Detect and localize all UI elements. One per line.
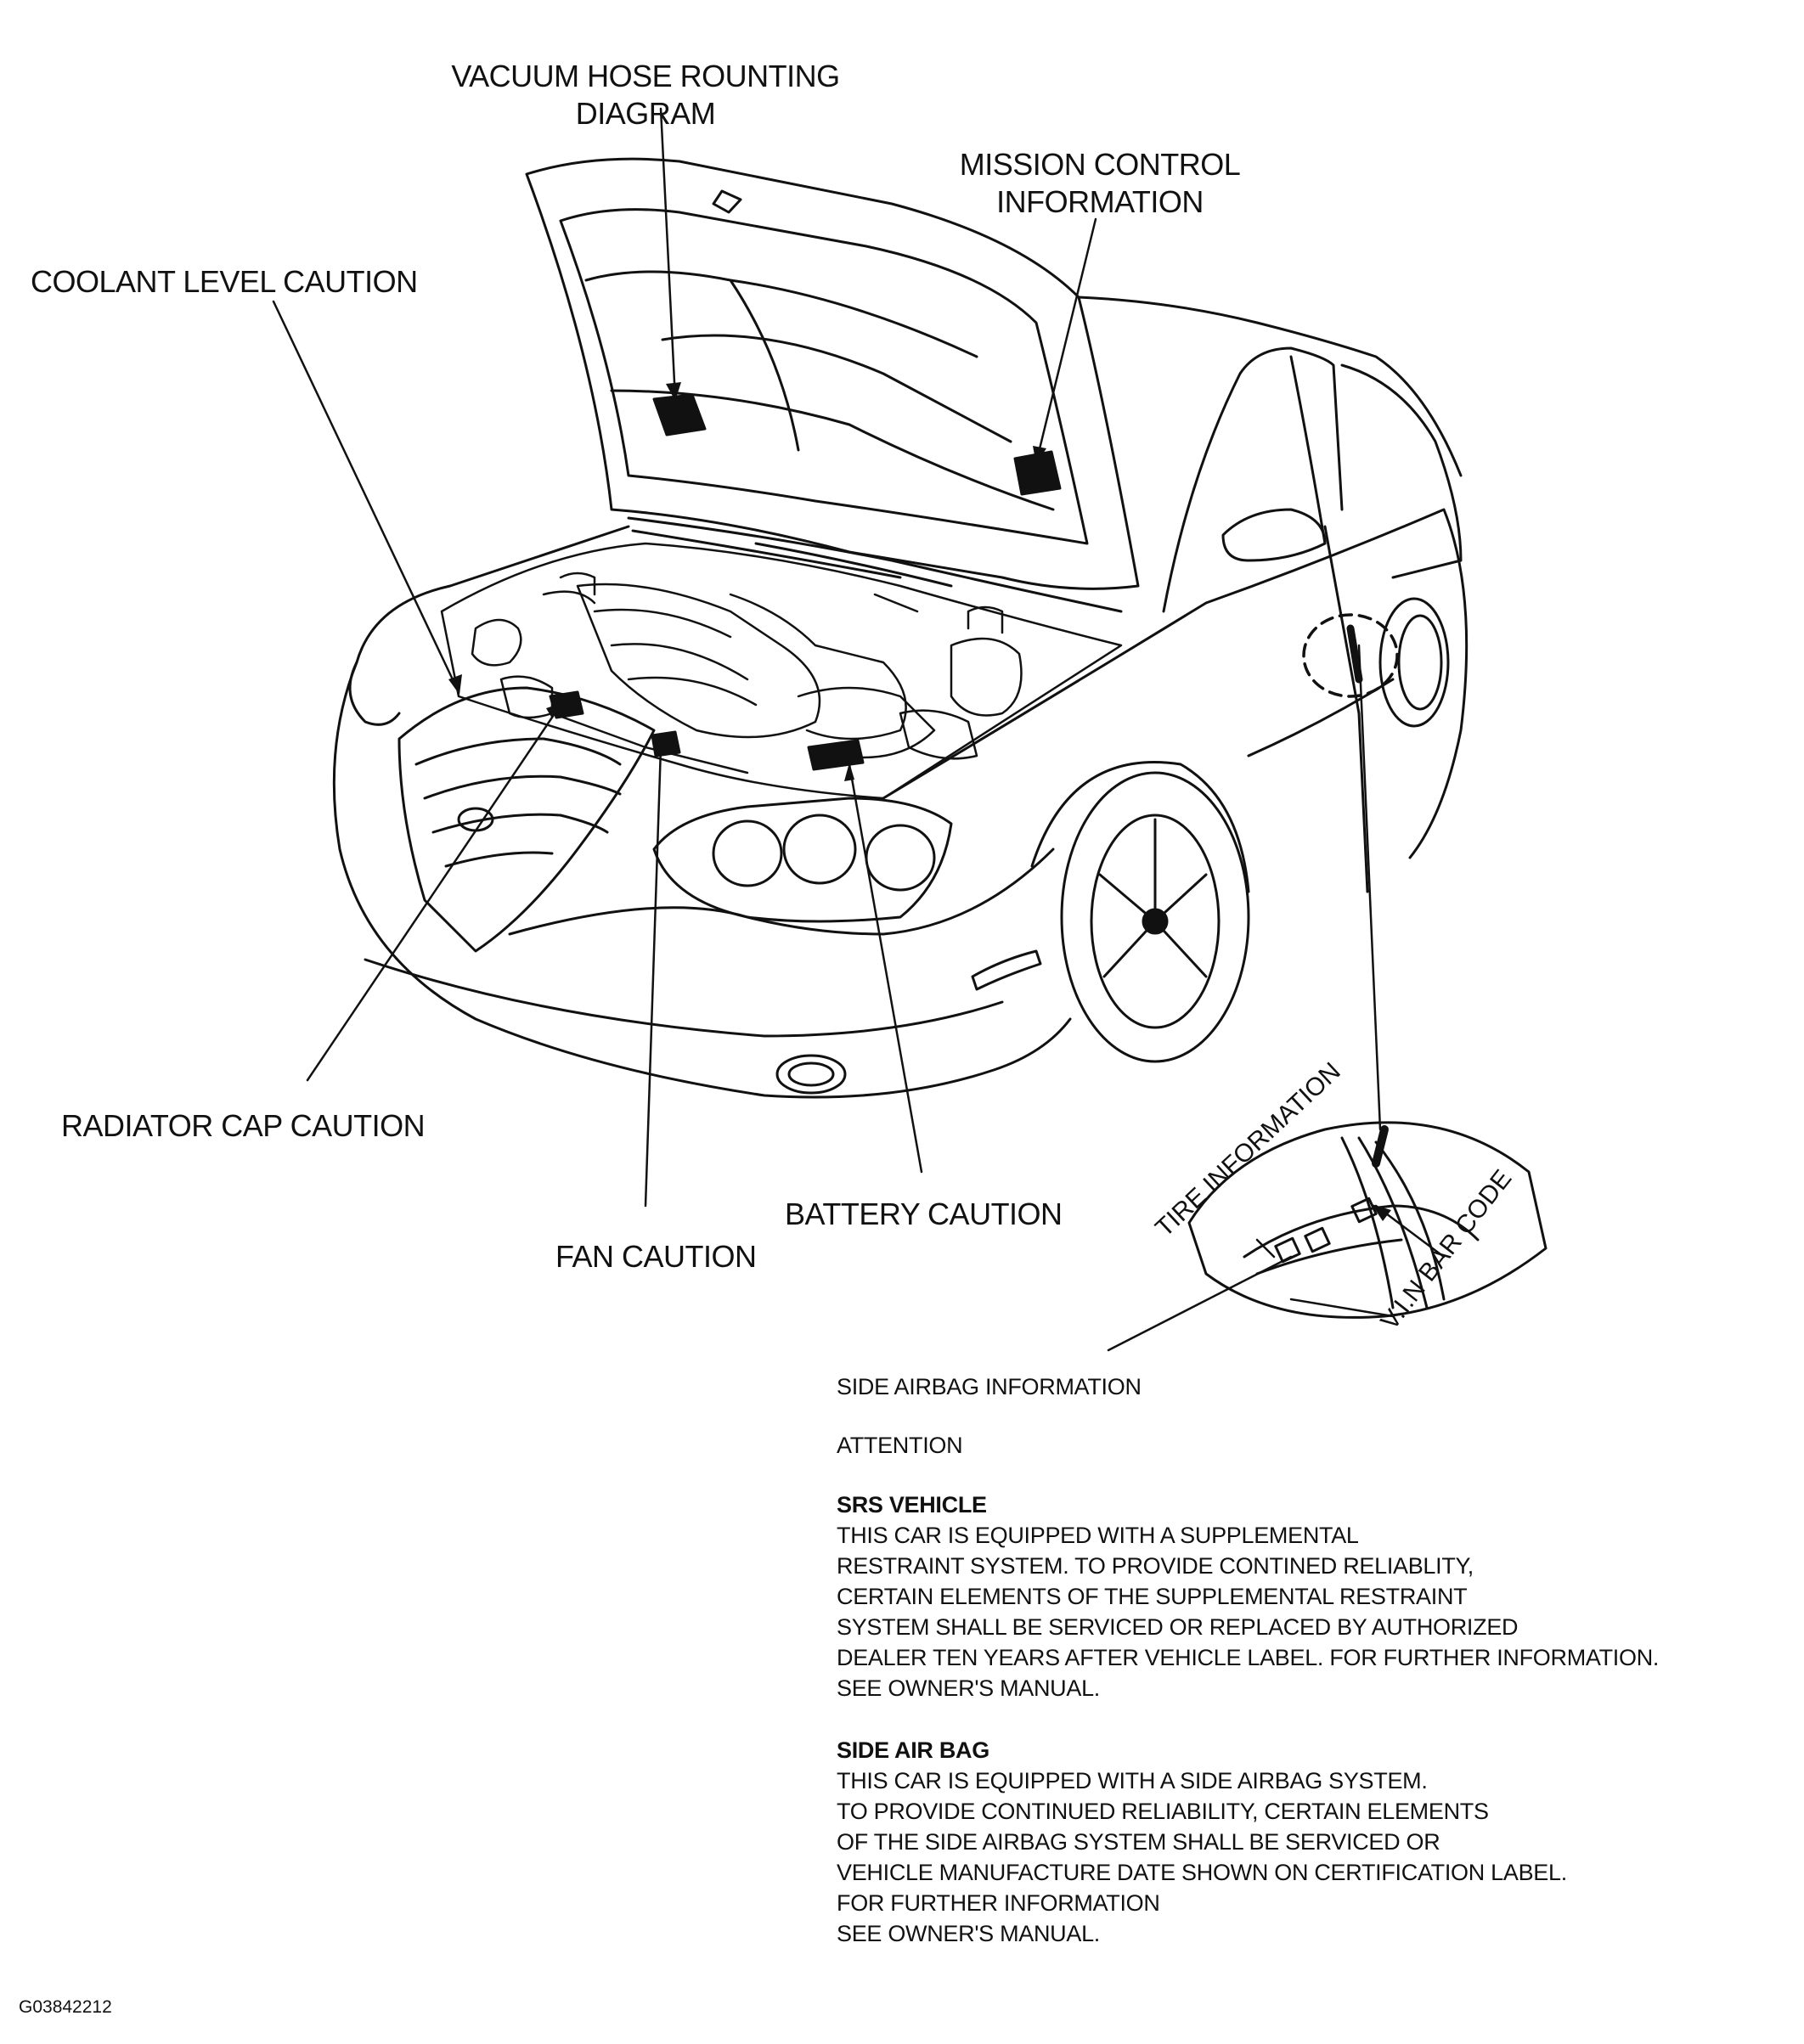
side-air-bag-block: SIDE AIR BAG THIS CAR IS EQUIPPED WITH A… — [837, 1735, 1567, 1949]
side-air-bag-line: VEHICLE MANUFACTURE DATE SHOWN ON CERTIF… — [837, 1860, 1567, 1885]
vacuum-hose-line-1: VACUUM HOSE ROUNTING — [451, 59, 840, 93]
srs-vehicle-block: SRS VEHICLE THIS CAR IS EQUIPPED WITH A … — [837, 1489, 1659, 1703]
srs-line: SYSTEM SHALL BE SERVICED OR REPLACED BY … — [837, 1614, 1519, 1640]
srs-line: DEALER TEN YEARS AFTER VEHICLE LABEL. FO… — [837, 1645, 1660, 1670]
battery-callout: BATTERY CAUTION — [785, 1197, 1063, 1231]
vacuum-hose-callout: VACUUM HOSE ROUNTING DIAGRAM — [442, 58, 849, 132]
mission-control-callout: MISSION CONTROL INFORMATION — [951, 146, 1249, 221]
side-air-bag-title: SIDE AIR BAG — [837, 1737, 989, 1763]
engine-bay — [440, 542, 1123, 800]
mission-control-line-2: INFORMATION — [996, 184, 1204, 219]
side-air-bag-line: THIS CAR IS EQUIPPED WITH A SIDE AIRBAG … — [837, 1768, 1428, 1793]
door-jamb-highlight — [1302, 613, 1399, 698]
battery-label-patch — [807, 739, 865, 771]
door-jamb-inset — [1187, 1121, 1547, 1319]
fan-callout: FAN CAUTION — [555, 1239, 757, 1274]
leader-lines — [272, 107, 1446, 1352]
srs-line: RESTRAINT SYSTEM. TO PROVIDE CONTINED RE… — [837, 1553, 1474, 1579]
attention-heading: ATTENTION — [837, 1433, 963, 1458]
vacuum-hose-label-patch — [652, 393, 707, 436]
side-airbag-information-heading: SIDE AIRBAG INFORMATION — [837, 1374, 1142, 1399]
figure-id: G03842212 — [19, 1997, 112, 2017]
vin-bar-code-label: V.I.N BAR CODE — [1376, 1165, 1518, 1336]
srs-line: SEE OWNER'S MANUAL. — [837, 1675, 1101, 1701]
side-air-bag-line: SEE OWNER'S MANUAL. — [837, 1921, 1101, 1946]
side-air-bag-line: OF THE SIDE AIRBAG SYSTEM SHALL BE SERVI… — [837, 1829, 1440, 1855]
srs-vehicle-title: SRS VEHICLE — [837, 1492, 987, 1518]
tire-information-label: TIRE INFORMATION — [1150, 1057, 1346, 1242]
srs-line: CERTAIN ELEMENTS OF THE SUPPLEMENTAL RES… — [837, 1584, 1468, 1609]
vacuum-hose-line-2: DIAGRAM — [575, 96, 716, 131]
open-hood — [525, 157, 1140, 590]
mission-control-line-1: MISSION CONTROL — [959, 147, 1241, 182]
coolant-level-callout: COOLANT LEVEL CAUTION — [31, 264, 418, 299]
side-air-bag-line: TO PROVIDE CONTINUED RELIABILITY, CERTAI… — [837, 1799, 1489, 1824]
srs-line: THIS CAR IS EQUIPPED WITH A SUPPLEMENTAL — [837, 1523, 1359, 1548]
side-air-bag-line: FOR FURTHER INFORMATION — [837, 1890, 1160, 1916]
fan-label-patch — [651, 730, 681, 757]
radiator-cap-callout: RADIATOR CAP CAUTION — [61, 1108, 426, 1143]
